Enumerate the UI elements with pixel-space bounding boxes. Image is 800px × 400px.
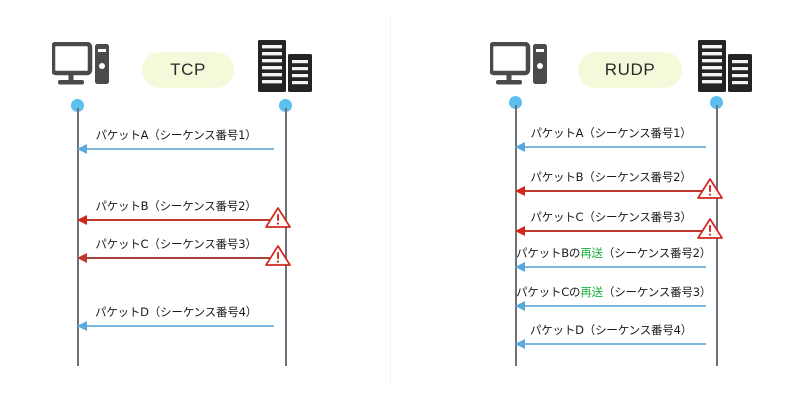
- message-arrow-line: [516, 343, 706, 345]
- message-arrow-line: [78, 257, 274, 259]
- arrow-head-icon: [515, 301, 525, 311]
- desktop-computer-icon: [50, 41, 110, 97]
- lifeline-client: [77, 108, 79, 366]
- arrow-head-icon: [515, 226, 525, 236]
- message-arrow-line: [78, 325, 274, 327]
- protocol-badge-label: RUDP: [604, 60, 656, 79]
- message-label: パケットC（シーケンス番号3）: [530, 210, 692, 224]
- panel-tcp: TCP: [0, 0, 390, 400]
- message-label: パケットA（シーケンス番号1）: [530, 126, 692, 140]
- panel-rudp: RUDP: [410, 0, 800, 400]
- message-tcp-packet-b: パケットB（シーケンス番号2）: [77, 191, 291, 228]
- message-arrow-line: [516, 190, 706, 192]
- arrow-head-icon: [77, 144, 87, 154]
- message-arrow-line: [78, 219, 274, 221]
- message-arrow-line: [516, 230, 706, 232]
- arrow-head-icon: [515, 339, 525, 349]
- message-label: パケットC（シーケンス番号3）: [95, 237, 257, 251]
- message-arrow-line: [516, 305, 706, 307]
- arrow-head-icon: [515, 186, 525, 196]
- lifeline-dot-icon-client: [71, 99, 84, 112]
- panel-divider: [390, 14, 391, 386]
- arrow-head-icon: [515, 142, 525, 152]
- message-label: パケットB（シーケンス番号2）: [95, 199, 257, 213]
- lifeline-dot-icon-server: [710, 96, 723, 109]
- message-rudp-packet-c: パケットC（シーケンス番号3）: [515, 202, 723, 239]
- message-label: パケットD（シーケンス番号4）: [94, 305, 258, 319]
- protocol-badge-label: TCP: [170, 60, 206, 79]
- message-tcp-packet-d: パケットD（シーケンス番号4）: [77, 297, 274, 331]
- message-label: パケットA（シーケンス番号1）: [95, 128, 257, 142]
- message-label: パケットB（シーケンス番号2）: [530, 170, 692, 184]
- message-rudp-resend-c: パケットCの再送（シーケンス番号3）: [515, 277, 712, 311]
- server-rack-icon: [698, 40, 752, 97]
- lifeline-dot-icon-client: [509, 96, 522, 109]
- message-rudp-packet-a: パケットA（シーケンス番号1）: [515, 118, 706, 152]
- message-rudp-packet-b: パケットB（シーケンス番号2）: [515, 162, 723, 199]
- arrow-head-icon: [77, 253, 87, 263]
- warning-triangle-icon: [697, 217, 723, 240]
- lifeline-server: [285, 108, 287, 366]
- desktop-computer-icon: [488, 41, 548, 97]
- arrow-head-icon: [77, 321, 87, 331]
- arrow-head-icon: [515, 262, 525, 272]
- server-rack-icon: [258, 40, 312, 97]
- lifeline-dot-icon-server: [279, 99, 292, 112]
- warning-triangle-icon: [265, 244, 291, 267]
- message-arrow-line: [516, 146, 706, 148]
- message-label: パケットD（シーケンス番号4）: [529, 323, 693, 337]
- message-tcp-packet-a: パケットA（シーケンス番号1）: [77, 120, 274, 154]
- message-arrow-line: [78, 148, 274, 150]
- protocol-badge-tcp: TCP: [142, 52, 234, 88]
- warning-triangle-icon: [697, 177, 723, 200]
- warning-triangle-icon: [265, 206, 291, 229]
- message-label: パケットBの再送（シーケンス番号2）: [516, 246, 712, 260]
- arrow-head-icon: [77, 215, 87, 225]
- protocol-badge-rudp: RUDP: [578, 52, 682, 88]
- message-rudp-packet-d: パケットD（シーケンス番号4）: [515, 315, 706, 349]
- message-label: パケットCの再送（シーケンス番号3）: [516, 285, 712, 299]
- message-tcp-packet-c: パケットC（シーケンス番号3）: [77, 229, 291, 266]
- message-rudp-resend-b: パケットBの再送（シーケンス番号2）: [515, 238, 712, 272]
- message-arrow-line: [516, 266, 706, 268]
